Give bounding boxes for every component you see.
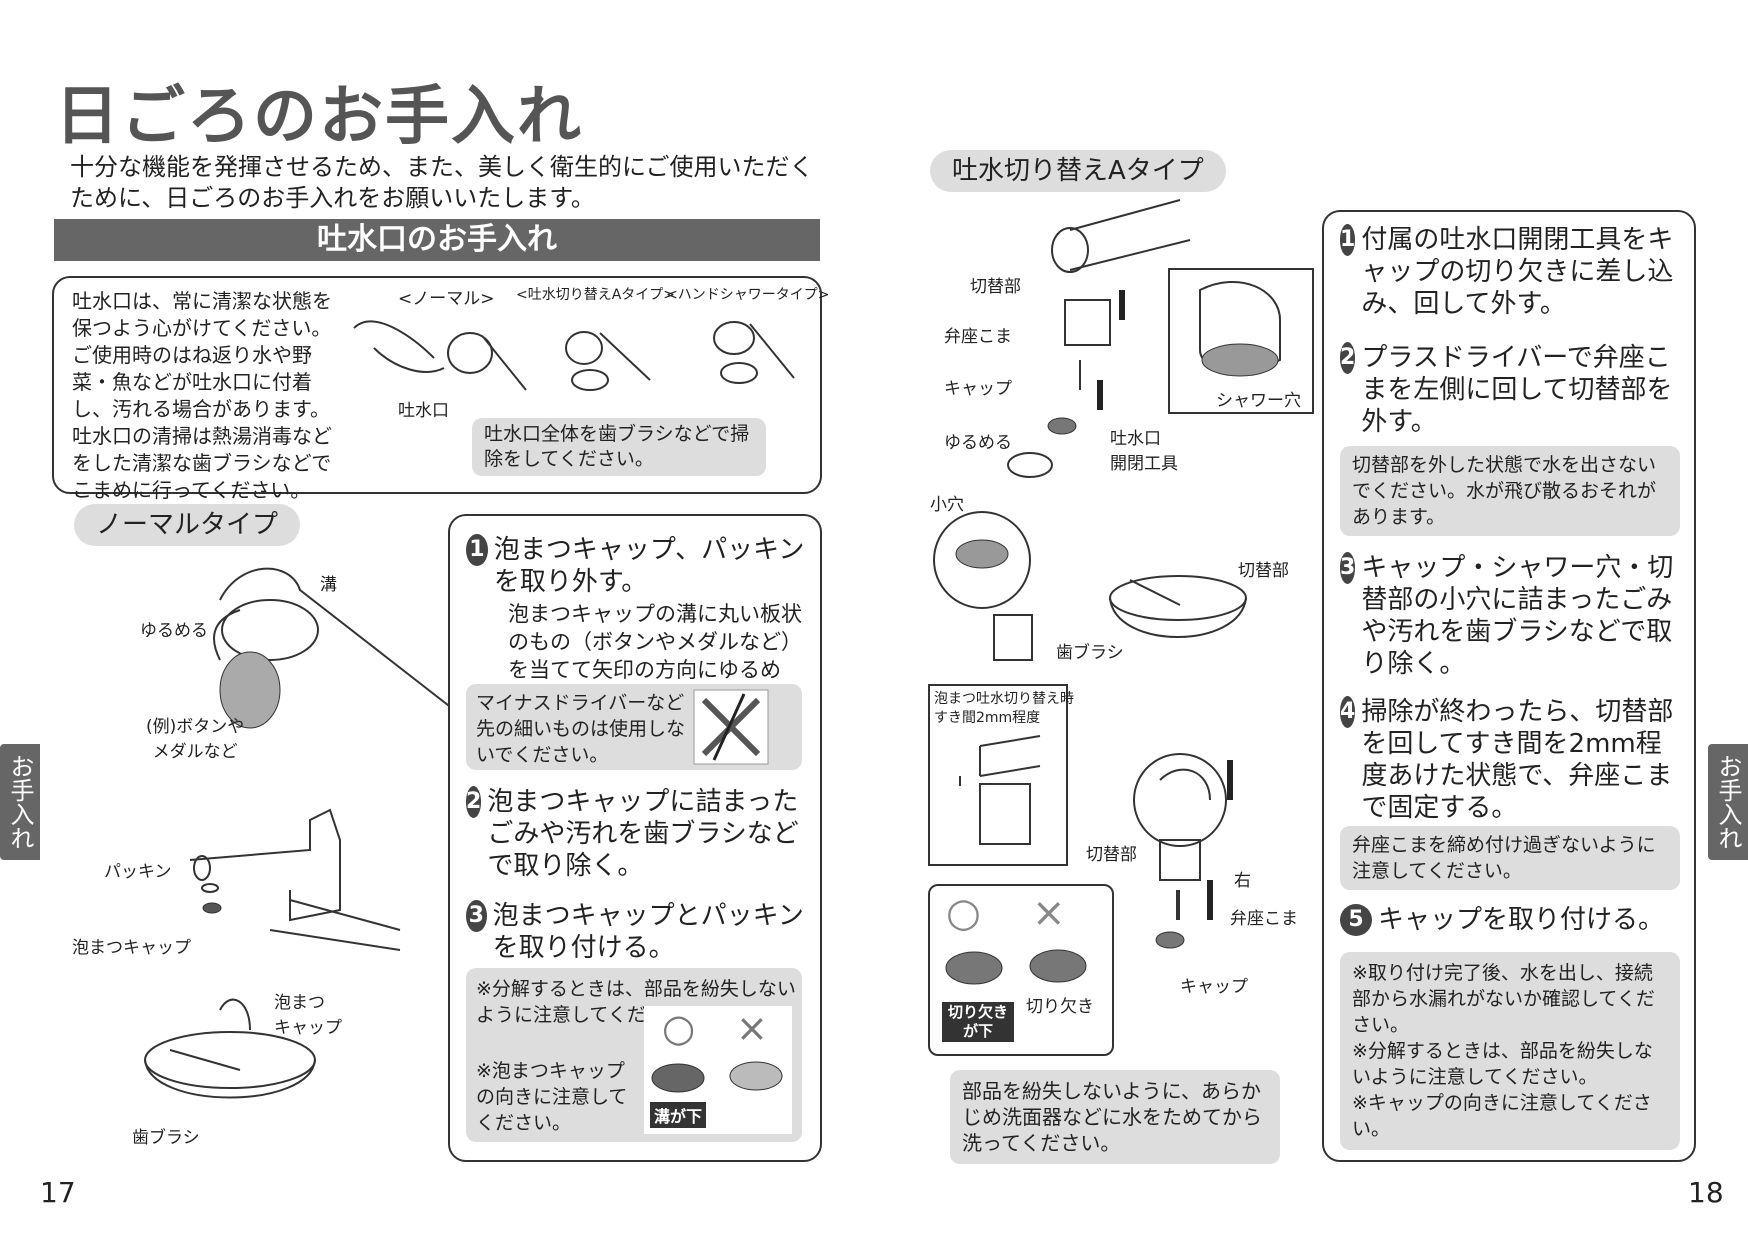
label-outlet: 吐水口 <box>398 401 449 421</box>
label-switch-part: 切替部 <box>970 277 1021 297</box>
note-2: ※泡まつキャップの向きに注意してください。 <box>476 1060 628 1134</box>
label-loosen: ゆるめる <box>140 621 208 641</box>
basin-note: 部品を紛失しないように、あらかじめ洗面器などに水をためてから洗ってください。 <box>950 1070 1280 1164</box>
label-notch: 切り欠き <box>1026 997 1094 1017</box>
label-loosen: ゆるめる <box>944 433 1012 453</box>
gap-note-text: 泡まつ吐水切り替え時 すき間2mm程度 <box>934 691 1074 726</box>
step-number: 1 <box>466 534 488 566</box>
type-a-steps-box: 1 付属の吐水口開閉工具をキャップの切り欠きに差し込み、回して外す。 2 プラス… <box>1322 210 1696 1162</box>
step-text: キャップ・シャワー穴・切替部の小穴に詰まったごみや汚れを歯ブラシなどで取り除く。 <box>1361 553 1674 679</box>
label-shower-hole: シャワー穴 <box>1216 391 1301 411</box>
normal-cap-illustration <box>213 567 481 731</box>
type-a-pill: 吐水切り替えAタイプ <box>930 150 1226 192</box>
type-a-step-1: 1 付属の吐水口開閉工具をキャップの切り欠きに差し込み、回して外す。 <box>1340 224 1685 320</box>
screwdriver-warning: マイナスドライバーなど先の細いものは使用しないでください。 <box>466 684 802 770</box>
step-text: プラスドライバーで弁座こまを左側に回して切替部を外す。 <box>1361 343 1673 437</box>
label-hand-shower: <ハンドシャワータイプ> <box>666 287 830 303</box>
normal-type-pill: ノーマルタイプ <box>74 504 301 546</box>
notch-orientation-box: ○ × 切り欠き が下 切り欠き <box>928 884 1114 1056</box>
type-a-step-5: 5 キャップを取り付ける。 <box>1340 904 1685 936</box>
cap-orientation-icons <box>945 949 1087 985</box>
shower-inset-box <box>1168 268 1314 414</box>
normal-notes: ※分解するときは、部品を紛失しないように注意してください。 ※泡まつキャップの向… <box>466 968 802 1142</box>
label-opener-tool: 吐水口 開閉工具 <box>1110 429 1178 474</box>
gap-illustration <box>959 735 1041 845</box>
label-small-hole: 小穴 <box>930 495 964 515</box>
label-switch-part-3: 切替部 <box>1086 845 1137 865</box>
outlet-care-box: 吐水口は、常に清潔な状態を保つよう心がけてください。ご使用時のはね返り水や野菜・… <box>52 276 829 502</box>
faucet-illustration <box>189 808 401 951</box>
label-toothbrush-2: 歯ブラシ <box>1056 643 1124 663</box>
step-text: 掃除が終わったら、切替部を回してすき間を2mm程度あけた状態で、弁座こまで固定す… <box>1361 697 1674 823</box>
faucet-illustrations <box>353 320 795 391</box>
step-text: 泡まつキャップとパッキンを取り付ける。 <box>492 901 804 963</box>
side-tab-left: お手入れ <box>0 744 40 860</box>
step-number: 5 <box>1340 904 1372 936</box>
label-cap-2: 泡まつ キャップ <box>274 993 342 1038</box>
step-text: キャップを取り付ける。 <box>1378 905 1665 935</box>
ng-icon: × <box>1032 890 1066 936</box>
page-number-right: 18 <box>1688 1176 1724 1209</box>
normal-step-3: 3 泡まつキャップとパッキンを取り付ける。 <box>466 900 811 964</box>
step-1-detail: 泡まつキャップの溝に丸い板状のもの（ボタンやメダルなど）を当てて矢印の方向にゆる… <box>508 602 802 710</box>
type-a-exploded-illustration <box>1007 199 1191 478</box>
outlet-note: 吐水口全体を歯ブラシなどで掃除をしてください。 <box>472 418 766 476</box>
label-cap: キャップ <box>944 379 1012 399</box>
step-text: 付属の吐水口開閉工具をキャップの切り欠きに差し込み、回して外す。 <box>1361 225 1674 319</box>
switch-warning: 切替部を外した状態で水を出さないでください。水が飛び散るおそれがあります。 <box>1340 446 1680 536</box>
page-title: 日ごろのお手入れ <box>55 80 583 154</box>
label-mizo: 溝 <box>320 575 337 595</box>
label-button-example: (例)ボタンや メダルなど <box>146 717 245 762</box>
normal-step-2: 2 泡まつキャップに詰まったごみや汚れを歯ブラシなどで取り除く。 <box>466 786 811 882</box>
outlet-care-text: 吐水口は、常に清潔な状態を保つよう心がけてください。ご使用時のはね返り水や野菜・… <box>72 289 332 502</box>
shower-head-icon <box>1199 280 1281 377</box>
label-switch-part-2: 切替部 <box>1238 561 1289 581</box>
warning-text: マイナスドライバーなど先の細いものは使用しないでください。 <box>476 692 686 766</box>
step-number: 3 <box>466 900 487 932</box>
reassembly-illustration <box>1133 753 1233 949</box>
groove-down-label: 溝が下 <box>650 1102 707 1128</box>
ng-icon: × <box>736 1006 768 1050</box>
aerator-caps-icon <box>651 1061 783 1093</box>
step-number: 3 <box>1340 552 1356 584</box>
label-toothbrush: 歯ブラシ <box>132 1128 200 1148</box>
normal-steps-box: 1 泡まつキャップ、パッキンを取り外す。 泡まつキャップの溝に丸い板状のもの（ボ… <box>448 514 822 1162</box>
label-cap-2: キャップ <box>1180 977 1248 997</box>
type-a-step-3: 3 キャップ・シャワー穴・切替部の小穴に詰まったごみや汚れを歯ブラシなどで取り除… <box>1340 552 1685 680</box>
step-number: 1 <box>1340 224 1356 256</box>
intro-text: 十分な機能を発揮させるため、また、美しく衛生的にご使用いただくために、日ごろのお… <box>70 153 814 212</box>
step-text: 泡まつキャップに詰まったごみや汚れを歯ブラシなどで取り除く。 <box>487 787 799 881</box>
type-a-step-4: 4 掃除が終わったら、切替部を回してすき間を2mm程度あけた状態で、弁座こまで固… <box>1340 696 1685 824</box>
label-packing: パッキン <box>104 862 172 882</box>
ok-icon: ○ <box>946 890 981 936</box>
type-a-step-2: 2 プラスドライバーで弁座こまを左側に回して切替部を外す。 <box>1340 342 1685 438</box>
small-hole-illustration <box>933 511 1247 661</box>
label-type-a: <吐水切り替えAタイプ> <box>516 287 676 303</box>
basin-brush-illustration <box>144 998 316 1099</box>
no-screwdriver-icon <box>693 689 769 765</box>
ok-ng-figure: ○ × 溝が下 <box>644 1006 792 1134</box>
step-text: 泡まつキャップ、パッキンを取り外す。 <box>493 535 805 597</box>
section-heading-bar: 吐水口のお手入れ <box>54 219 820 261</box>
step-number: 2 <box>1340 342 1356 374</box>
label-right: 右 <box>1234 871 1251 891</box>
overtighten-warning: 弁座こまを締め付け過ぎないように注意してください。 <box>1340 826 1680 890</box>
gap-note-box: 泡まつ吐水切り替え時 すき間2mm程度 <box>928 684 1074 866</box>
final-notes: ※取り付け完了後、水を出し、接続部から水漏れがないか確認してください。 ※分解す… <box>1340 952 1680 1150</box>
normal-step-1: 1 泡まつキャップ、パッキンを取り外す。 <box>466 534 811 598</box>
step-number: 4 <box>1340 696 1356 728</box>
ok-icon: ○ <box>662 1006 696 1050</box>
label-normal: <ノーマル> <box>398 289 495 309</box>
label-valve-seat: 弁座こま <box>944 327 1012 347</box>
label-aerator-cap: 泡まつキャップ <box>72 938 191 958</box>
label-valve-seat-2: 弁座こま <box>1230 909 1298 929</box>
notch-down-label: 切り欠き が下 <box>942 1002 1015 1042</box>
step-number: 2 <box>466 786 482 818</box>
side-tab-right: お手入れ <box>1708 744 1748 860</box>
page-number-left: 17 <box>40 1176 76 1209</box>
